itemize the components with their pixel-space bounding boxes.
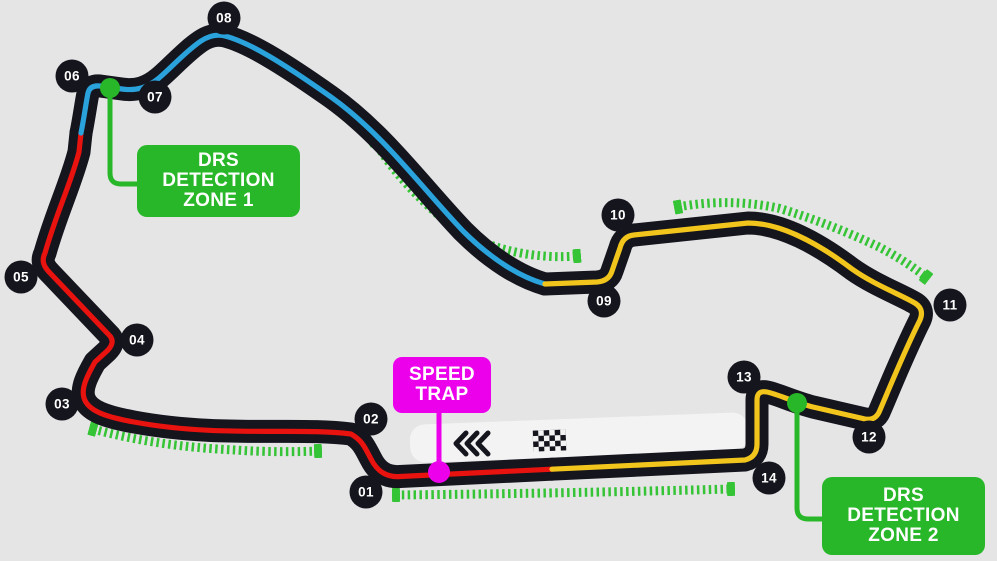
drs1-line-3: ZONE 1 bbox=[183, 190, 254, 212]
turn-marker-12: 12 bbox=[852, 420, 886, 454]
drs-zone-ticks-3 bbox=[391, 481, 736, 503]
checkered-flag-icon bbox=[532, 429, 567, 452]
drs-detection-point-2-icon bbox=[787, 393, 807, 413]
turn-marker-05: 05 bbox=[4, 260, 38, 294]
turn-marker-04: 04 bbox=[120, 323, 154, 357]
turn-marker-11: 11 bbox=[933, 288, 967, 322]
drs2-connector-line bbox=[794, 409, 825, 522]
drs1-line-1: DRS bbox=[197, 149, 239, 171]
drs-detection-zone-2-label: DRS DETECTION ZONE 2 bbox=[822, 477, 985, 555]
drs1-connector-line bbox=[107, 95, 140, 187]
direction-chevrons-icon bbox=[453, 430, 491, 457]
speed-trap-line-1: SPEED bbox=[409, 363, 475, 385]
drs-detection-point-1-icon bbox=[100, 78, 120, 98]
speed-trap-label: SPEED TRAP bbox=[393, 357, 491, 413]
drs2-line-3: ZONE 2 bbox=[868, 525, 939, 547]
turn-marker-14: 14 bbox=[752, 461, 786, 495]
speed-trap-line-2: TRAP bbox=[415, 384, 469, 405]
drs-detection-zone-1-label: DRS DETECTION ZONE 1 bbox=[137, 145, 300, 217]
turn-marker-10: 10 bbox=[601, 198, 635, 232]
sector1-line bbox=[40, 130, 555, 480]
sector2-line bbox=[78, 32, 548, 287]
turn-marker-08: 08 bbox=[207, 1, 241, 35]
drs1-line-2: DETECTION bbox=[162, 169, 275, 191]
speed-trap-point-icon bbox=[428, 461, 450, 483]
drs2-line-1: DRS bbox=[882, 484, 924, 506]
turn-marker-07: 07 bbox=[138, 80, 172, 114]
drs2-line-2: DETECTION bbox=[847, 504, 960, 526]
turn-marker-01: 01 bbox=[349, 475, 383, 509]
sector3-line bbox=[542, 220, 925, 472]
pit-straight-highlight bbox=[409, 412, 748, 463]
turn-marker-09: 09 bbox=[587, 284, 621, 318]
turn-marker-03: 03 bbox=[45, 387, 79, 421]
turn-marker-13: 13 bbox=[727, 360, 761, 394]
turn-marker-06: 06 bbox=[55, 59, 89, 93]
turn-marker-02: 02 bbox=[354, 402, 388, 436]
